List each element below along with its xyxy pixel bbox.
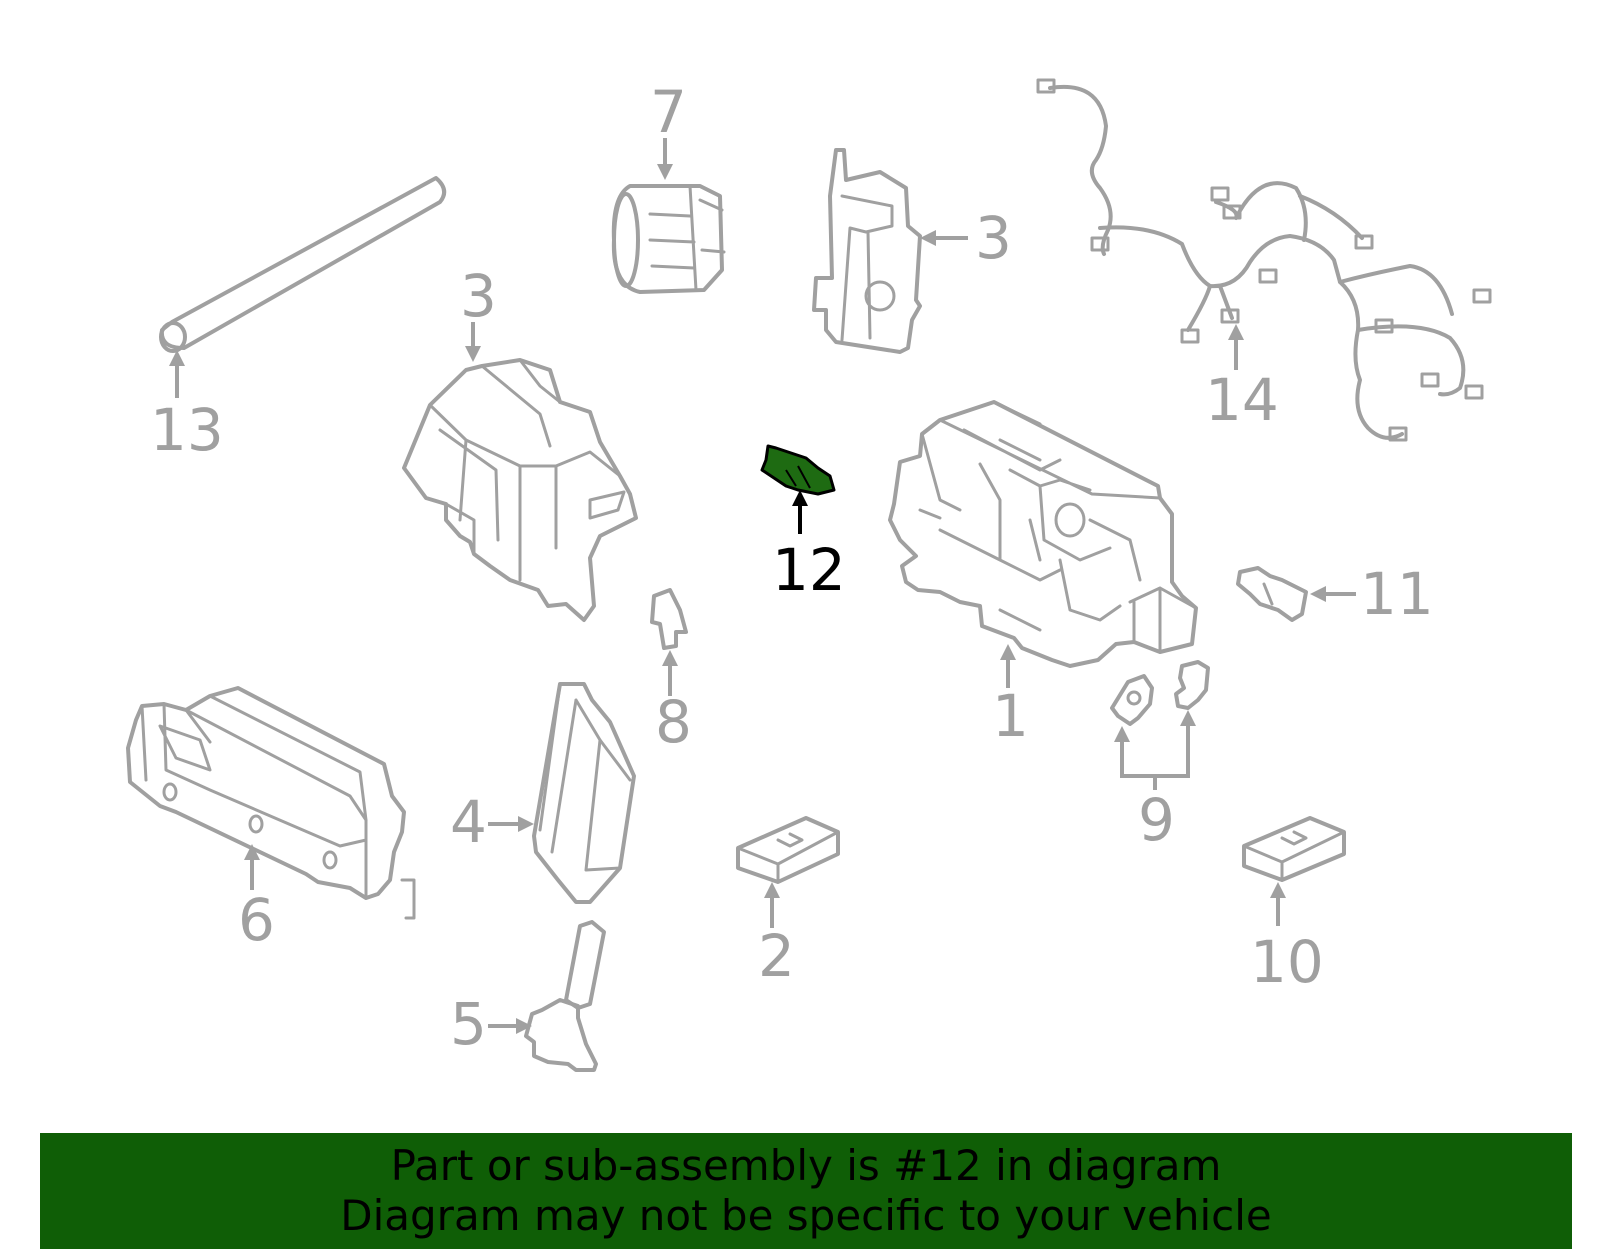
callout-3-right-label: 3 <box>975 204 1012 272</box>
callout-9: 9 <box>1114 710 1196 854</box>
callout-13: 13 <box>150 350 224 464</box>
callout-9-label: 9 <box>1138 786 1175 854</box>
callout-1-label: 1 <box>992 682 1029 750</box>
part-10-filter[interactable] <box>1242 816 1346 882</box>
part-13-tube[interactable] <box>159 176 447 353</box>
part-5-actuator[interactable] <box>524 920 606 1072</box>
callout-1: 1 <box>992 644 1029 750</box>
banner-line-1: Part or sub-assembly is #12 in diagram <box>390 1141 1222 1190</box>
callout-3-left: 3 <box>460 262 497 362</box>
part-11-sensor[interactable] <box>1236 566 1308 622</box>
info-banner: Part or sub-assembly is #12 in diagram D… <box>40 1133 1572 1249</box>
part-14-wiring-harness[interactable] <box>1036 78 1492 442</box>
callout-11: 11 <box>1310 560 1434 628</box>
callout-10-label: 10 <box>1250 928 1324 996</box>
callout-2: 2 <box>758 882 795 990</box>
part-12-sensor-highlighted[interactable] <box>760 444 836 496</box>
callout-2-label: 2 <box>758 922 795 990</box>
part-2-filter[interactable] <box>736 816 840 884</box>
callout-6-label: 6 <box>238 886 275 954</box>
callout-14: 14 <box>1205 324 1279 434</box>
callout-7: 7 <box>650 78 687 180</box>
part-6-housing[interactable] <box>126 686 416 920</box>
callout-8-label: 8 <box>655 688 692 756</box>
callout-4-label: 4 <box>450 788 487 856</box>
part-9-clips[interactable] <box>1110 660 1210 726</box>
callout-6: 6 <box>238 844 275 954</box>
callout-14-label: 14 <box>1205 366 1279 434</box>
callout-5-label: 5 <box>450 990 487 1058</box>
parts-diagram: 13 7 3 <box>126 78 1492 1072</box>
callout-10: 10 <box>1250 882 1324 996</box>
part-1-hvac-case[interactable] <box>888 400 1198 668</box>
callout-4: 4 <box>450 788 534 856</box>
banner-line-2: Diagram may not be specific to your vehi… <box>340 1191 1272 1240</box>
callout-13-label: 13 <box>150 396 224 464</box>
part-7-blower-motor[interactable] <box>611 184 726 294</box>
callout-3-right: 3 <box>920 204 1012 272</box>
callout-12-label: 12 <box>772 536 846 604</box>
part-3-heater-unit-left[interactable] <box>402 358 638 622</box>
part-4-module[interactable] <box>532 682 636 904</box>
callout-3-left-label: 3 <box>460 262 497 330</box>
part-3-actuator-right[interactable] <box>812 148 922 354</box>
callout-11-label: 11 <box>1360 560 1434 628</box>
part-8-sensor[interactable] <box>650 588 688 650</box>
callout-8: 8 <box>655 650 692 756</box>
callout-5: 5 <box>450 990 532 1058</box>
callout-7-label: 7 <box>650 78 687 146</box>
callout-12: 12 <box>772 490 846 604</box>
